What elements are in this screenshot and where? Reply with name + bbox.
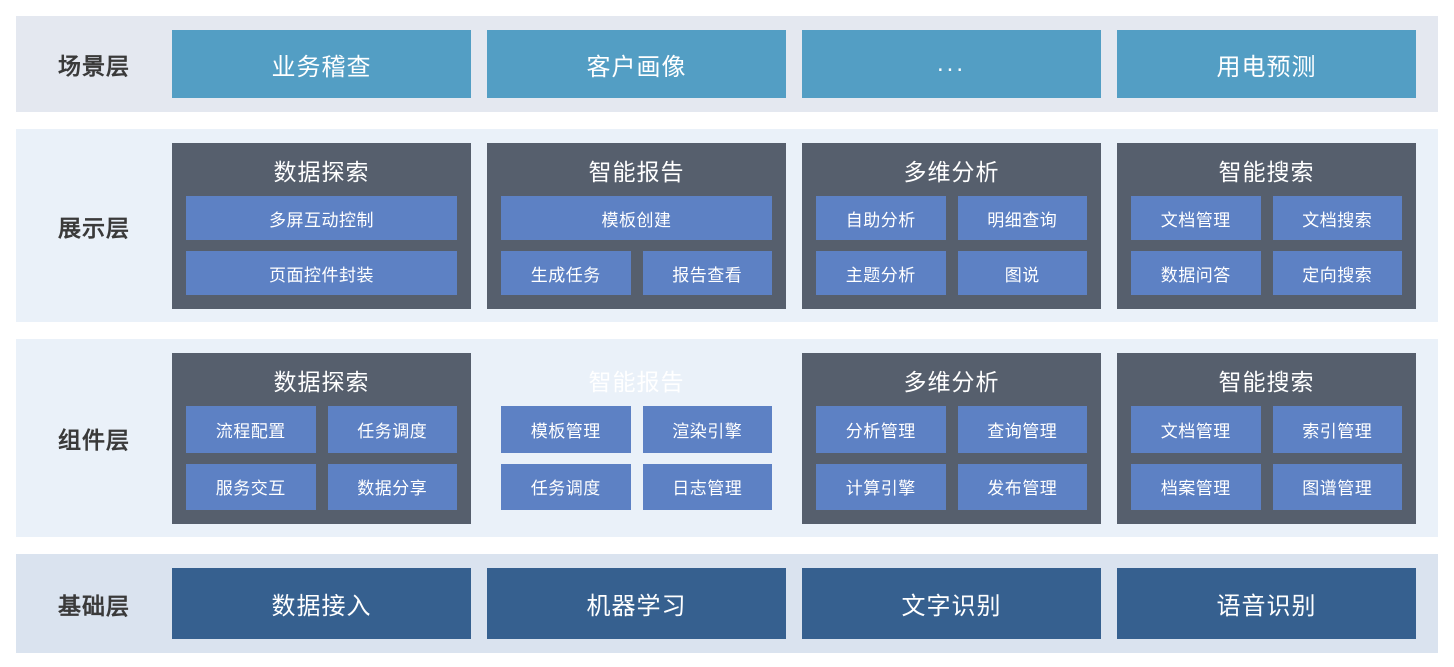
layer-card[interactable]: 文字识别 [802,568,1101,639]
module-chip-grid: 模板创建生成任务报告查看 [501,196,772,296]
module-chip-grid: 多屏互动控制页面控件封装 [186,196,457,296]
layer-label-presentation-layer: 展示层 [58,214,130,241]
module-chip[interactable]: 数据分享 [327,463,457,511]
layer-columns-base-layer: 数据接入机器学习文字识别语音识别 [172,554,1438,653]
module-chip-grid: 模板管理渲染引擎任务调度日志管理 [501,406,772,511]
module-chip[interactable]: 计算引擎 [816,463,946,511]
module-panel-title: 智能报告 [588,369,685,396]
module-panel[interactable]: 多维分析自助分析明细查询主题分析图说 [802,143,1101,310]
module-chip[interactable]: 渲染引擎 [642,406,772,453]
module-panel-title: 多维分析 [903,159,1000,186]
module-chip-row: 计算引擎发布管理 [816,463,1087,511]
layer-columns-component-layer: 数据探索流程配置任务调度服务交互数据分享智能报告模板管理渲染引擎任务调度日志管理… [172,339,1438,537]
module-chip[interactable]: 数据问答 [1131,251,1261,296]
module-chip-row: 分析管理查询管理 [816,406,1087,453]
module-chip-grid: 分析管理查询管理计算引擎发布管理 [816,406,1087,511]
module-panel-title: 数据探索 [273,159,370,186]
module-chip-row: 多屏互动控制 [186,196,457,241]
layer-band-base-layer: 基础层 数据接入机器学习文字识别语音识别 [16,554,1438,653]
module-panel[interactable]: 数据探索流程配置任务调度服务交互数据分享 [172,353,471,525]
layer-card[interactable]: 客户画像 [487,30,786,99]
module-chip[interactable]: 流程配置 [186,406,316,453]
layer-band-scene-layer: 场景层 业务稽查客户画像...用电预测 [16,16,1438,113]
module-chip[interactable]: 分析管理 [816,406,946,453]
module-panel-title: 智能搜索 [1218,159,1315,186]
module-chip-grid: 文档管理索引管理档案管理图谱管理 [1131,406,1402,511]
module-chip[interactable]: 日志管理 [642,463,772,511]
module-chip[interactable]: 明细查询 [957,196,1087,241]
module-panel[interactable]: 智能报告模板管理渲染引擎任务调度日志管理 [487,353,786,524]
layer-card[interactable]: 业务稽查 [172,30,471,99]
module-chip-row: 模板管理渲染引擎 [501,406,772,453]
module-chip-grid: 流程配置任务调度服务交互数据分享 [186,406,457,511]
module-panel-title: 智能搜索 [1218,369,1315,396]
module-chip[interactable]: 档案管理 [1131,463,1261,511]
module-chip[interactable]: 自助分析 [816,196,946,241]
module-chip-grid: 文档管理文档搜索数据问答定向搜索 [1131,196,1402,296]
module-chip[interactable]: 报告查看 [642,251,772,296]
module-chip[interactable]: 页面控件封装 [186,251,457,296]
module-chip-row: 生成任务报告查看 [501,251,772,296]
module-chip-row: 自助分析明细查询 [816,196,1087,241]
module-chip[interactable]: 定向搜索 [1272,251,1402,296]
module-chip[interactable]: 文档搜索 [1272,196,1402,241]
module-chip[interactable]: 图说 [957,251,1087,296]
module-chip-row: 任务调度日志管理 [501,463,772,511]
module-chip[interactable]: 文档管理 [1131,406,1261,453]
module-chip[interactable]: 文档管理 [1131,196,1261,241]
module-panel-title: 智能报告 [588,159,685,186]
module-chip-row: 模板创建 [501,196,772,241]
module-chip-row: 文档管理索引管理 [1131,406,1402,453]
module-chip[interactable]: 服务交互 [186,463,316,511]
module-chip[interactable]: 索引管理 [1272,406,1402,453]
module-panel[interactable]: 智能搜索文档管理索引管理档案管理图谱管理 [1117,353,1416,525]
layer-band-component-layer: 组件层数据探索流程配置任务调度服务交互数据分享智能报告模板管理渲染引擎任务调度日… [16,339,1438,538]
module-chip-row: 页面控件封装 [186,251,457,296]
module-panel[interactable]: 数据探索多屏互动控制页面控件封装 [172,143,471,310]
layer-columns-scene-layer: 业务稽查客户画像...用电预测 [172,16,1438,112]
module-chip[interactable]: 生成任务 [501,251,631,296]
module-chip[interactable]: 任务调度 [501,463,631,511]
layer-card[interactable]: ... [802,30,1101,99]
module-chip[interactable]: 任务调度 [327,406,457,453]
module-panel[interactable]: 多维分析分析管理查询管理计算引擎发布管理 [802,353,1101,525]
module-chip[interactable]: 图谱管理 [1272,463,1402,511]
module-chip-grid: 自助分析明细查询主题分析图说 [816,196,1087,296]
module-panel[interactable]: 智能报告模板创建生成任务报告查看 [487,143,786,310]
layer-label-component-layer: 组件层 [58,427,130,454]
module-panel[interactable]: 智能搜索文档管理文档搜索数据问答定向搜索 [1117,143,1416,310]
module-chip[interactable]: 模板管理 [501,406,631,453]
layer-card[interactable]: 用电预测 [1117,30,1416,99]
layer-label-base-layer: 基础层 [58,592,130,619]
layer-card[interactable]: 机器学习 [487,568,786,639]
module-chip-row: 文档管理文档搜索 [1131,196,1402,241]
module-chip-row: 流程配置任务调度 [186,406,457,453]
module-chip[interactable]: 主题分析 [816,251,946,296]
module-chip-row: 服务交互数据分享 [186,463,457,511]
module-chip[interactable]: 多屏互动控制 [186,196,457,241]
layer-label-scene-layer: 场景层 [58,53,130,79]
module-chip[interactable]: 发布管理 [957,463,1087,511]
module-panel-title: 多维分析 [903,369,1000,396]
module-chip-row: 档案管理图谱管理 [1131,463,1402,511]
module-panel-title: 数据探索 [273,369,370,396]
module-chip[interactable]: 查询管理 [957,406,1087,453]
layer-card[interactable]: 语音识别 [1117,568,1416,639]
module-chip[interactable]: 模板创建 [501,196,772,241]
module-chip-row: 数据问答定向搜索 [1131,251,1402,296]
layer-band-presentation-layer: 展示层数据探索多屏互动控制页面控件封装智能报告模板创建生成任务报告查看多维分析自… [16,129,1438,323]
layer-card[interactable]: 数据接入 [172,568,471,639]
layer-columns-presentation-layer: 数据探索多屏互动控制页面控件封装智能报告模板创建生成任务报告查看多维分析自助分析… [172,129,1438,322]
module-chip-row: 主题分析图说 [816,251,1087,296]
